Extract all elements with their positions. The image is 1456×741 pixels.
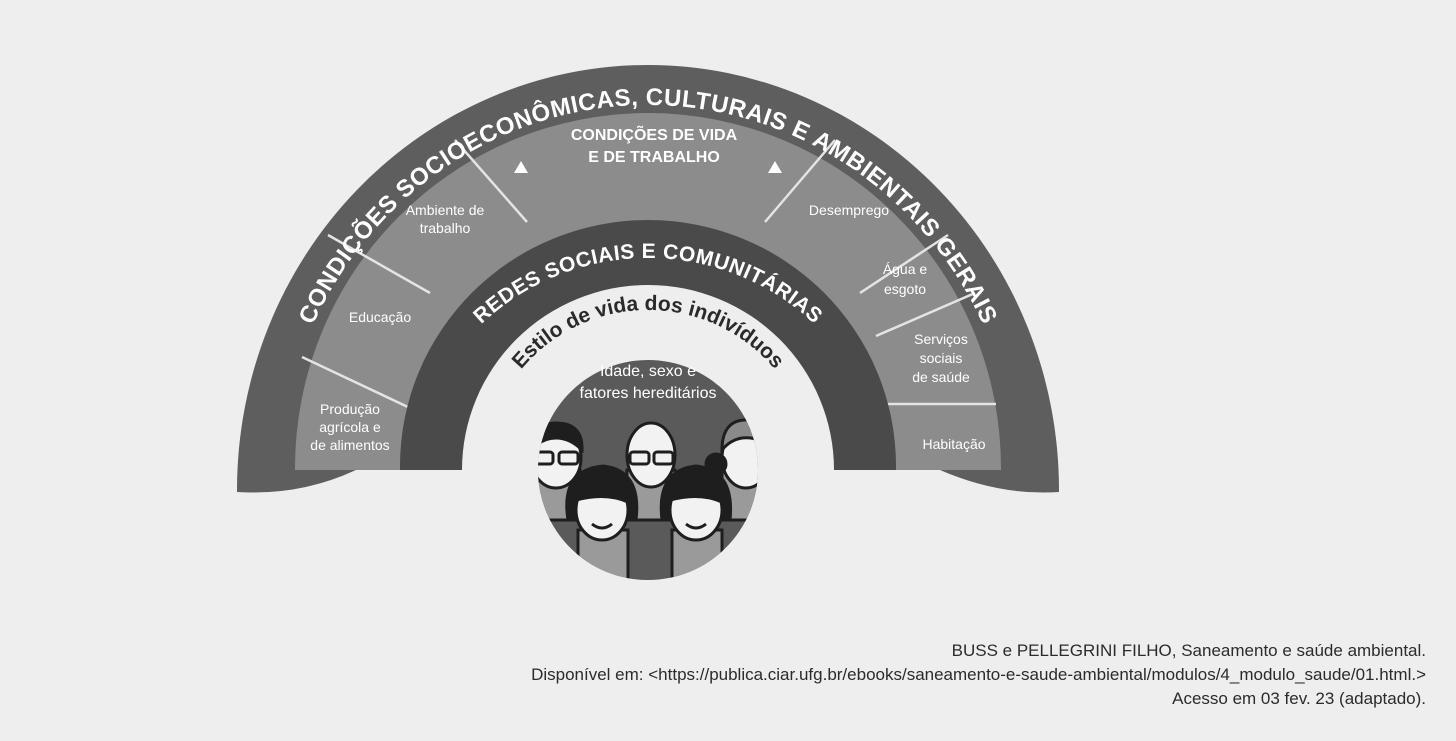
- caption-line-1: BUSS e PELLEGRINI FILHO, Saneamento e sa…: [951, 641, 1426, 660]
- person-girl-right: [659, 452, 733, 580]
- arrow-left-icon: [514, 161, 528, 173]
- segment-agua-line1: Água e: [883, 261, 928, 277]
- segment-educacao: Educação: [349, 309, 411, 325]
- segment-agua-line2: esgoto: [884, 281, 926, 297]
- segment-ambiente-line2: trabalho: [420, 220, 471, 236]
- people-illustration: [538, 418, 758, 580]
- arrow-right-icon: [768, 161, 782, 173]
- segment-ambiente-line1: Ambiente de: [406, 202, 485, 218]
- center-label-line1: Idade, sexo e: [600, 363, 696, 380]
- caption-line-3: Acesso em 03 fev. 23 (adaptado).: [1172, 689, 1426, 708]
- center-label-line2: fatores hereditários: [580, 385, 717, 402]
- segment-servicos-line2: sociais: [920, 350, 963, 366]
- segment-producao-line2: agrícola e: [319, 419, 381, 435]
- segment-servicos-line3: de saúde: [912, 369, 970, 385]
- segment-desemprego: Desemprego: [809, 202, 889, 218]
- segment-servicos-line1: Serviços: [914, 331, 968, 347]
- source-caption: BUSS e PELLEGRINI FILHO, Saneamento e sa…: [531, 639, 1426, 711]
- caption-line-2: Disponível em: <https://publica.ciar.ufg…: [531, 665, 1426, 684]
- segment-dividers: [301, 139, 996, 410]
- segment-habitacao: Habitação: [922, 436, 985, 452]
- segment-producao-line1: Produção: [320, 401, 380, 417]
- living-conditions-title-line1: CONDIÇÕES DE VIDA: [571, 124, 738, 144]
- living-conditions-title-line2: E DE TRABALHO: [588, 149, 720, 166]
- segment-producao-line3: de alimentos: [310, 437, 389, 453]
